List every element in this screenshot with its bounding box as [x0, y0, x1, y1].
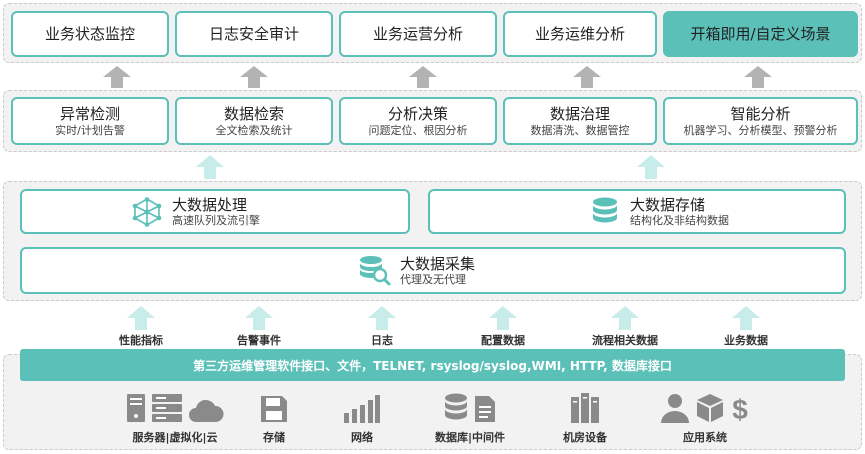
bigdata-processing-box[interactable]: 大数据处理高速队列及流引擎: [20, 189, 410, 234]
resource-database[interactable]: 数据库|中间件: [420, 391, 520, 445]
user-icon: [661, 394, 689, 423]
analysis-decision[interactable]: 分析决策问题定位、根因分析: [339, 97, 497, 145]
resource-label: 机房设备: [563, 431, 607, 444]
document-icon: [475, 396, 495, 422]
rack-cabinet-icon: [571, 393, 599, 423]
server-tower-icon: [127, 394, 145, 422]
resource-label: 网络: [351, 431, 373, 444]
floppy-disk-icon: [261, 396, 287, 422]
processing-title: 大数据处理: [172, 195, 248, 214]
source-arrow-2: [245, 306, 273, 330]
up-arrow-gray-4: [573, 66, 601, 88]
cube-icon: [697, 394, 723, 422]
source-label: 业务数据: [724, 334, 768, 347]
database-icon: [588, 195, 622, 229]
up-arrow-gray-3: [409, 66, 437, 88]
server-rack-icon: [152, 394, 182, 422]
analysis-subtitle: 实时/计划告警: [55, 123, 125, 137]
source-label: 配置数据: [481, 334, 525, 347]
network-icon: [130, 195, 164, 229]
analysis-title: 分析决策: [387, 104, 448, 123]
processing-subtitle: 高速队列及流引擎: [172, 213, 260, 227]
up-arrow-gray-1: [103, 66, 131, 88]
analysis-anomaly-detection[interactable]: 异常检测实时/计划告警: [11, 97, 169, 145]
analysis-title: 数据检索: [223, 104, 284, 123]
analysis-intelligent[interactable]: 智能分析机器学习、分析模型、预警分析: [663, 97, 858, 145]
resource-label: 应用系统: [683, 431, 727, 444]
top-box-label: 开箱即用/自定义场景: [690, 25, 831, 43]
top-box-4[interactable]: 业务运维分析: [503, 11, 657, 57]
analysis-title: 数据治理: [549, 104, 610, 123]
top-box-5[interactable]: 开箱即用/自定义场景: [663, 11, 858, 57]
up-arrow-gray-5: [744, 66, 772, 88]
dollar-icon: $: [732, 394, 748, 423]
data-search-icon: [358, 254, 392, 288]
signal-bars-icon: [344, 395, 380, 423]
analysis-governance[interactable]: 数据治理数据清洗、数据管控: [503, 97, 657, 145]
source-label: 性能指标: [119, 334, 163, 347]
bigdata-collection-box[interactable]: 大数据采集代理及无代理: [20, 247, 846, 294]
resource-servers[interactable]: 服务器|虚拟化|云: [110, 391, 240, 445]
svg-text:$: $: [732, 394, 748, 423]
analysis-subtitle: 问题定位、根因分析: [368, 123, 468, 137]
top-box-2[interactable]: 日志安全审计: [175, 11, 333, 57]
resource-network[interactable]: 网络: [332, 391, 392, 445]
analysis-subtitle: 数据清洗、数据管控: [530, 123, 630, 137]
interface-bar: 第三方运维管理软件接口、文件，TELNET, rsyslog/syslog,WM…: [20, 349, 845, 381]
analysis-title: 异常检测: [59, 104, 120, 123]
top-box-label: 业务状态监控: [44, 25, 135, 43]
up-arrow-gray-2: [240, 66, 268, 88]
collection-title: 大数据采集: [400, 254, 476, 273]
storage-subtitle: 结构化及非结构数据: [630, 213, 729, 227]
analysis-subtitle: 全文检索及统计: [215, 123, 293, 137]
up-arrow-light-right: [637, 155, 665, 179]
source-label: 日志: [371, 334, 393, 347]
resource-storage[interactable]: 存储: [244, 391, 304, 445]
resource-label: 数据库|中间件: [434, 431, 506, 444]
source-arrow-3: [368, 306, 396, 330]
source-label: 流程相关数据: [592, 334, 658, 347]
top-box-label: 业务运营分析: [372, 25, 463, 43]
resource-label: 服务器|虚拟化|云: [132, 431, 218, 444]
collection-subtitle: 代理及无代理: [400, 272, 466, 286]
top-box-3[interactable]: 业务运营分析: [339, 11, 497, 57]
source-label: 告警事件: [237, 334, 281, 347]
analysis-title: 智能分析: [730, 104, 791, 123]
resource-applications[interactable]: $ 应用系统: [650, 391, 760, 445]
storage-title: 大数据存储: [630, 195, 706, 214]
source-arrow-6: [732, 306, 760, 330]
source-arrow-1: [127, 306, 155, 330]
cloud-icon: [189, 399, 224, 422]
up-arrow-light-left: [196, 155, 224, 179]
source-arrow-4: [489, 306, 517, 330]
database-icon: [445, 393, 467, 420]
resource-label: 存储: [263, 431, 285, 444]
analysis-data-search[interactable]: 数据检索全文检索及统计: [175, 97, 333, 145]
bigdata-storage-box[interactable]: 大数据存储结构化及非结构数据: [428, 189, 846, 234]
top-box-1[interactable]: 业务状态监控: [11, 11, 169, 57]
top-box-label: 日志安全审计: [208, 25, 299, 43]
analysis-subtitle: 机器学习、分析模型、预警分析: [683, 123, 838, 137]
source-arrow-5: [611, 306, 639, 330]
resource-datacenter[interactable]: 机房设备: [550, 391, 620, 445]
top-box-label: 业务运维分析: [534, 25, 625, 43]
